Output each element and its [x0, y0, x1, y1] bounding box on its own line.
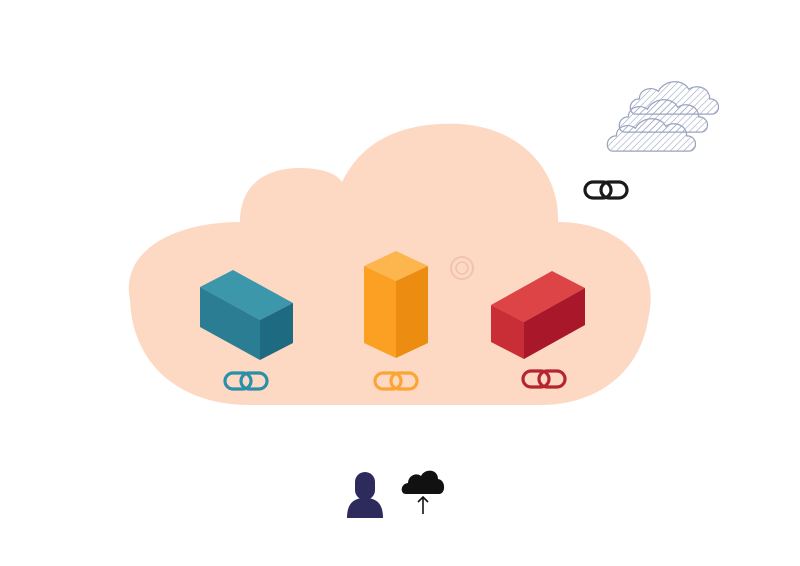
remote-link-icon — [583, 180, 629, 200]
user-avatar-icon — [347, 472, 383, 518]
remote-clouds-icon — [606, 81, 720, 152]
blue-storage-block — [200, 270, 293, 360]
blue-link-icon — [223, 371, 269, 391]
red-storage-block — [491, 271, 585, 359]
red-link-icon — [521, 369, 567, 389]
orange-link-icon — [373, 371, 419, 391]
cloud-upload-icon — [401, 470, 445, 514]
watermark — [450, 256, 474, 280]
orange-storage-block — [364, 251, 428, 358]
